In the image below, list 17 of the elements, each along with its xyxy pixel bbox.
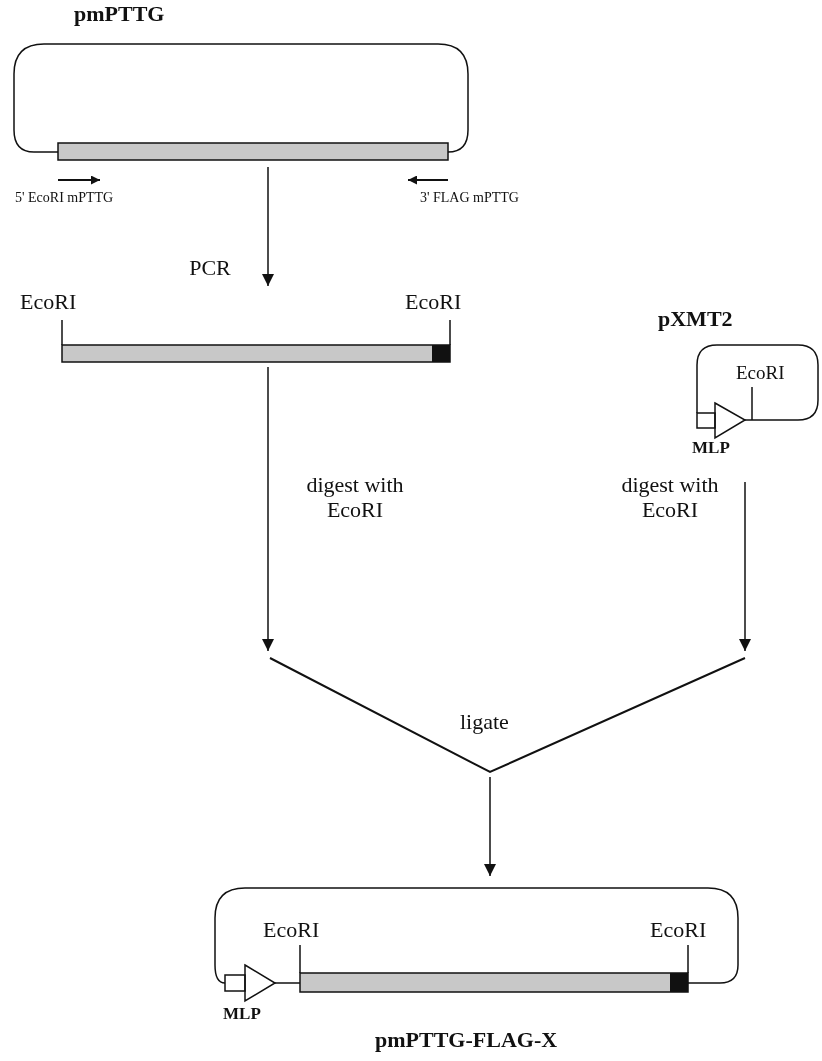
restriction-site-label: EcoRI: [736, 363, 785, 384]
promoter-label: MLP: [223, 1005, 261, 1024]
promoter-label: MLP: [692, 439, 730, 458]
primer-label: 3' FLAG mPTTG: [420, 190, 519, 206]
arrow: [262, 366, 274, 652]
arrow: [484, 776, 496, 877]
step-label: ligate: [460, 710, 509, 735]
plasmid-name: pmPTTG: [74, 2, 165, 27]
restriction-site-label: EcoRI: [263, 918, 320, 943]
plasmid-name: pmPTTG-FLAG-X: [375, 1028, 558, 1053]
arrow: [262, 166, 274, 287]
restriction-site-label: EcoRI: [405, 290, 462, 315]
restriction-site-label: EcoRI: [20, 290, 77, 315]
arrow: [739, 481, 751, 652]
primer-label: 5' EcoRI mPTTG: [15, 190, 114, 206]
plasmid-name: pXMT2: [658, 307, 733, 332]
restriction-site-label: EcoRI: [650, 918, 707, 943]
